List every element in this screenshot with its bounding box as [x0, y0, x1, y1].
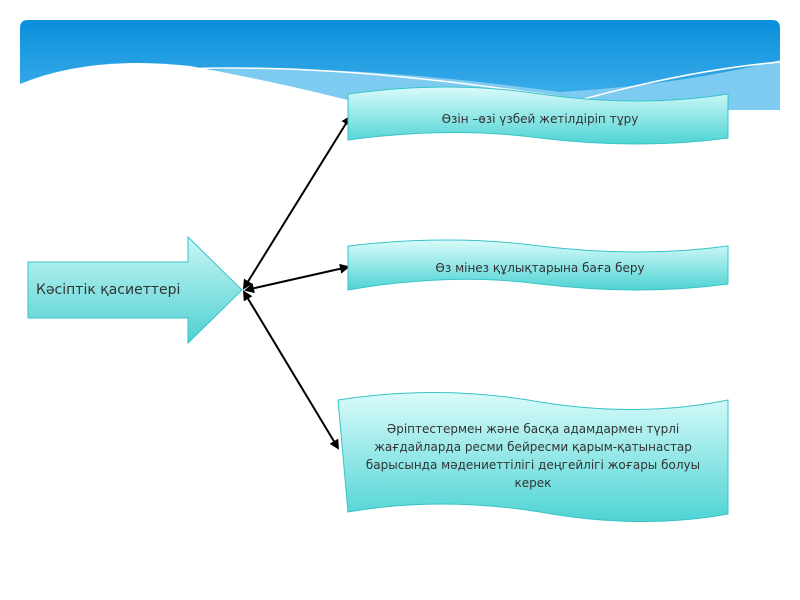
- target-shape-2: [347, 239, 729, 291]
- connectors: [242, 115, 352, 450]
- target-shape-1: [347, 86, 729, 145]
- target-label-1: Өзін –өзі үзбей жетілдіріп тұру: [441, 112, 639, 126]
- source-label: Кәсіптік қасиеттері: [36, 282, 181, 298]
- target-label-2: Өз мінез құлықтарына баға беру: [435, 261, 645, 275]
- target-shape-3: [337, 391, 729, 522]
- connector-3: [242, 290, 340, 450]
- connector-2: [244, 263, 350, 294]
- target-label-3: Әріптестермен және басқа адамдармен түрл…: [365, 422, 701, 490]
- connector-1: [242, 115, 352, 290]
- source-arrow-shape: [27, 235, 243, 345]
